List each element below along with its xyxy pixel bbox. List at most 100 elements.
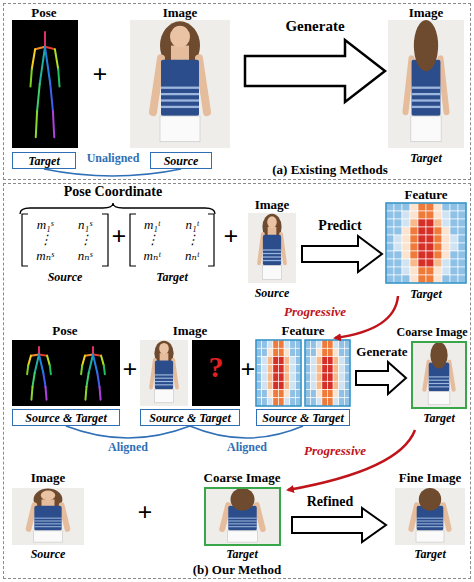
pose-limb (32, 49, 35, 69)
caption-label: Pose (52, 323, 77, 339)
feature-cell (290, 357, 296, 365)
pose-limb (38, 347, 40, 354)
pattern-stripe (412, 87, 441, 89)
feature-cell (402, 211, 410, 219)
feature-cell (290, 381, 296, 389)
feature-cell (450, 267, 458, 275)
pattern-stripe (155, 381, 173, 382)
pose-map (12, 340, 120, 406)
pose-limb (47, 356, 50, 366)
role-label: Source (48, 270, 83, 285)
feature-cell (426, 243, 434, 251)
feature-cell (458, 227, 466, 235)
feature-cell (284, 365, 290, 373)
hair (414, 20, 438, 71)
feature-cell (339, 398, 345, 406)
feature-cell (418, 275, 426, 283)
tag-box: Target (12, 152, 76, 169)
feature-cell (386, 243, 394, 251)
feature-cell (290, 365, 296, 373)
feature-cell (450, 227, 458, 235)
feature-cell (305, 357, 311, 365)
feature-cell (316, 373, 322, 381)
feature-cell (410, 211, 418, 219)
feature-cell (295, 357, 301, 365)
pattern-stripe (228, 518, 257, 519)
role-label: Source (31, 547, 66, 562)
shorts (228, 531, 258, 542)
hair (231, 488, 255, 511)
pattern-stripe (155, 384, 173, 385)
feature-cell (426, 203, 434, 211)
feature-cell (434, 259, 442, 267)
pattern-stripe (263, 256, 281, 257)
tag-text: Source & Target (149, 411, 231, 425)
feature-cell (458, 251, 466, 259)
feature-cell (450, 203, 458, 211)
feature-cell (328, 357, 334, 365)
pattern-stripe (228, 520, 257, 521)
feature-cell (339, 357, 345, 365)
feature-cell (386, 267, 394, 275)
feature-cell (434, 227, 442, 235)
role-label: Target (226, 547, 258, 562)
feature-cell (434, 235, 442, 243)
caption-label: Image (31, 470, 66, 486)
feature-cell (267, 340, 273, 348)
progressive-label: Progressive (284, 304, 346, 320)
matrix-entry: ⋮ (186, 232, 199, 247)
pose-limb (58, 69, 59, 86)
feature-cell (333, 398, 339, 406)
matrix-entry: mₙᵗ (144, 248, 161, 263)
caption-label: Image (173, 323, 208, 339)
feature-cell (386, 219, 394, 227)
pose-limb (36, 111, 37, 137)
pattern-stripe (429, 386, 450, 387)
role-label: Target (410, 287, 442, 302)
pattern-stripe (417, 523, 444, 524)
feature-cell (434, 251, 442, 259)
panel-caption: (a) Existing Methods (272, 162, 388, 178)
arm (173, 360, 177, 388)
arm (405, 58, 411, 112)
feature-cell (305, 373, 311, 381)
shorts (160, 116, 200, 142)
shorts (411, 116, 441, 142)
block-arrow (356, 362, 406, 394)
pose-limb (39, 354, 43, 373)
face (170, 26, 190, 48)
feature-cell (450, 235, 458, 243)
shorts (428, 392, 450, 405)
pattern-stripe (417, 518, 444, 519)
matrix-entry: ⋮ (39, 232, 52, 247)
pose-limb (92, 347, 94, 354)
caption-label: Feature (404, 187, 447, 203)
arm (449, 362, 453, 390)
feature-cell (402, 235, 410, 243)
feature-cell (267, 348, 273, 356)
alignment-curve (44, 169, 181, 176)
feature-cell (262, 373, 268, 381)
pattern-stripe (429, 383, 450, 384)
feature-cell (290, 373, 296, 381)
tag-box: Source & Target (256, 409, 350, 426)
photo-background (130, 20, 230, 148)
alignment-label: Aligned (106, 440, 150, 455)
feature-cell (273, 373, 279, 381)
feature-cell (295, 381, 301, 389)
coarse-frame (412, 342, 466, 408)
feature-cell (279, 357, 285, 365)
feature-cell (328, 348, 334, 356)
feature-cell (311, 357, 317, 365)
plus-sign: + (93, 62, 108, 88)
pose-limb (35, 47, 45, 49)
caption-label: Fine Image (399, 470, 461, 486)
feature-cell (279, 348, 285, 356)
feature-cell (426, 211, 434, 219)
feature-cell (410, 227, 418, 235)
feature-cell (434, 267, 442, 275)
feature-cell (410, 203, 418, 211)
face (159, 343, 169, 354)
hair (419, 488, 441, 511)
shorts (34, 531, 63, 542)
